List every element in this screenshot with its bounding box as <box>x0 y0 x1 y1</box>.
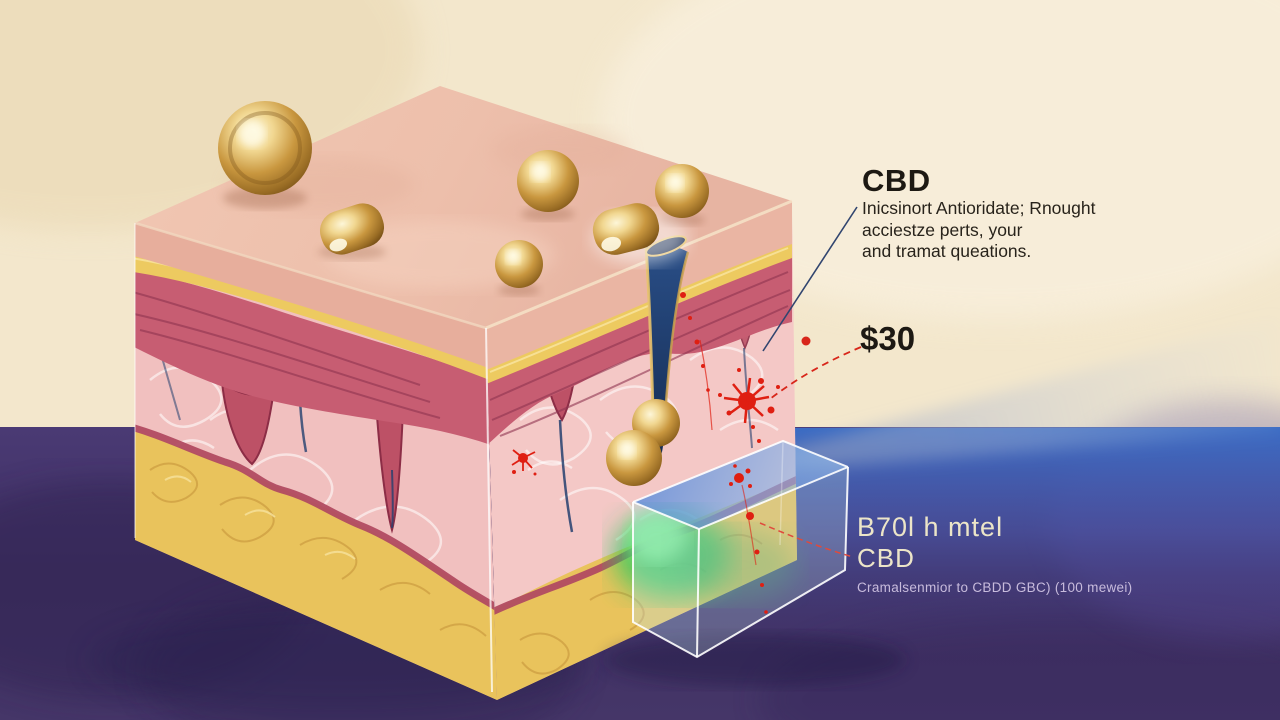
fat-texture-left <box>149 462 487 637</box>
gold-sphere-highlight <box>619 442 635 458</box>
basement-band-right <box>486 240 792 384</box>
cbd-title: CBD <box>862 163 931 198</box>
cbd-annotation: CBD Inicsinort Antioridate; Rnought acci… <box>862 164 1095 263</box>
splatter-secondary <box>729 464 752 488</box>
product-title: B70l h mtel <box>857 512 1004 542</box>
gold-particles <box>218 101 709 486</box>
green-glow-core <box>628 514 688 562</box>
cube-front-face <box>633 502 699 657</box>
cube-shadow <box>605 634 905 686</box>
sphere-shadow <box>521 207 575 221</box>
gold-sphere-highlight <box>506 250 520 264</box>
vessel-left <box>391 469 394 529</box>
green-glow-reflection <box>673 529 797 601</box>
cbd-annotation-line: Inicsinort Antioridate; Rnought <box>862 198 1096 218</box>
gold-sphere-ring <box>228 111 302 185</box>
epidermis-left <box>135 223 497 376</box>
epidermis-right <box>486 201 792 370</box>
cube-inner-edge <box>779 440 784 546</box>
vessel-right <box>558 419 574 533</box>
basement-band-left <box>135 252 497 388</box>
papillary-streaks-left <box>135 289 441 419</box>
grey-diagonal-wash <box>700 318 1280 472</box>
price-label: $30 <box>860 320 916 357</box>
gold-sphere <box>495 240 543 288</box>
red-dot-marker <box>801 336 811 346</box>
product-note: Cramalsenmior to CBDD GBC) (100 mewei) <box>857 580 1133 595</box>
leader-line-price <box>769 346 862 400</box>
gold-sphere-highlight <box>239 121 265 147</box>
leader-lines <box>759 206 862 558</box>
gold-capsule <box>592 203 660 255</box>
basement-highlight-right <box>489 247 789 373</box>
cut-edge-left <box>134 221 487 330</box>
gold-sphere <box>517 150 579 212</box>
gold-sphere-in-follicle <box>606 430 662 486</box>
leader-line-cbd <box>762 206 858 352</box>
cut-edge-right <box>485 199 793 330</box>
glass-cube <box>605 439 905 686</box>
front-corner-edge <box>485 327 493 693</box>
gold-sphere <box>655 164 709 218</box>
cube-top-face <box>633 441 848 529</box>
dermis-fat-boundary-left <box>135 420 497 617</box>
product-annotation: B70l h mtel CBD Cramalsenmior to CBDD GB… <box>857 511 1132 595</box>
product-subtitle: CBD <box>857 543 915 573</box>
splatter-left-face <box>511 449 537 476</box>
sphere-shadow <box>498 284 540 296</box>
papillary-band-left <box>135 268 497 452</box>
gold-capsule <box>319 203 385 255</box>
gold-sphere-highlight <box>531 163 549 181</box>
gold-sphere <box>218 101 312 195</box>
splatter-marks <box>511 292 780 614</box>
cbd-annotation-line: and tramat queations. <box>862 241 1032 261</box>
gold-sphere-highlight <box>667 175 683 191</box>
fat-highlight-left <box>164 475 356 560</box>
sphere-shadow <box>223 187 307 209</box>
splatter-main <box>718 368 780 443</box>
cbd-annotation-line: acciestze perts, your <box>862 219 1023 240</box>
